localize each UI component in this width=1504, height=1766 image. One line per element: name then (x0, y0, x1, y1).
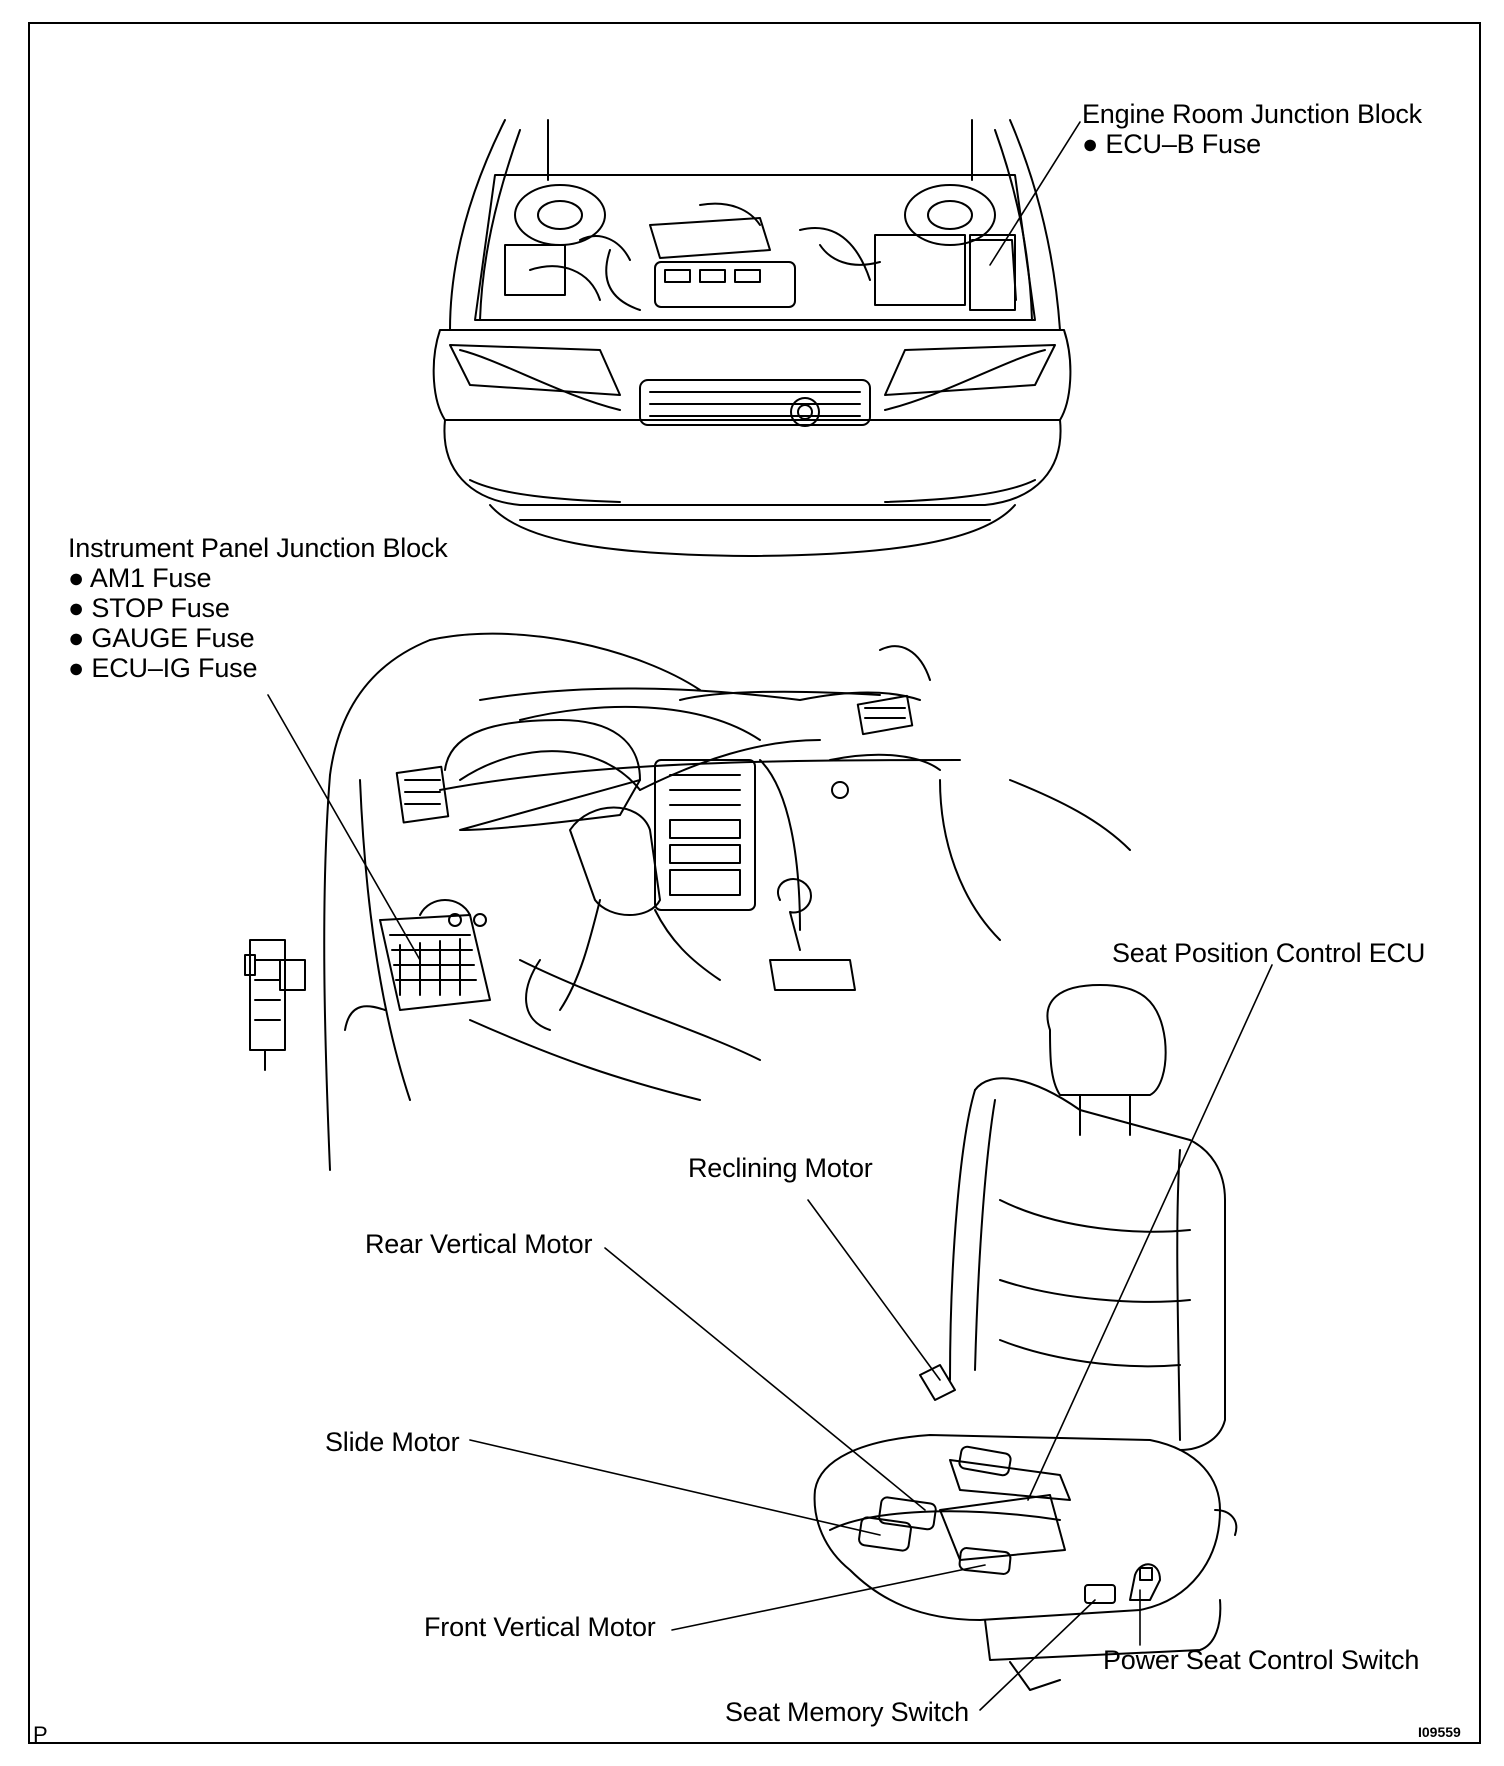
instrument-panel-jb-title: Instrument Panel Junction Block (68, 533, 448, 563)
engine-room-junction-block-label: Engine Room Junction Block ● ECU–B Fuse (1082, 99, 1422, 159)
figure-code: I09559 (1418, 1724, 1461, 1740)
slide-motor-label: Slide Motor (325, 1427, 460, 1457)
reclining-motor-label: Reclining Motor (688, 1153, 873, 1183)
instrument-panel-jb-item: ● ECU–IG Fuse (68, 653, 258, 683)
corner-mark: P (33, 1722, 48, 1747)
seat-memory-switch-label: Seat Memory Switch (725, 1697, 969, 1727)
seat-drawing (813, 984, 1238, 1691)
diagram-frame (28, 22, 1481, 1744)
dashboard-drawing (244, 632, 1131, 1171)
instrument-panel-junction-block-label: Instrument Panel Junction Block ● AM1 Fu… (68, 533, 448, 683)
leader-lines (267, 121, 1273, 1711)
front-vertical-motor-label: Front Vertical Motor (424, 1612, 656, 1642)
instrument-panel-jb-item: ● STOP Fuse (68, 593, 230, 623)
engine-room-jb-title: Engine Room Junction Block (1082, 99, 1422, 129)
instrument-panel-jb-item: ● GAUGE Fuse (68, 623, 255, 653)
seat-position-ecu-label: Seat Position Control ECU (1112, 938, 1426, 968)
engine-room-jb-item: ● ECU–B Fuse (1082, 129, 1261, 159)
car-front-drawing (432, 119, 1072, 557)
power-seat-control-switch-label: Power Seat Control Switch (1103, 1645, 1420, 1675)
instrument-panel-jb-item: ● AM1 Fuse (68, 563, 212, 593)
rear-vertical-motor-label: Rear Vertical Motor (365, 1229, 593, 1259)
